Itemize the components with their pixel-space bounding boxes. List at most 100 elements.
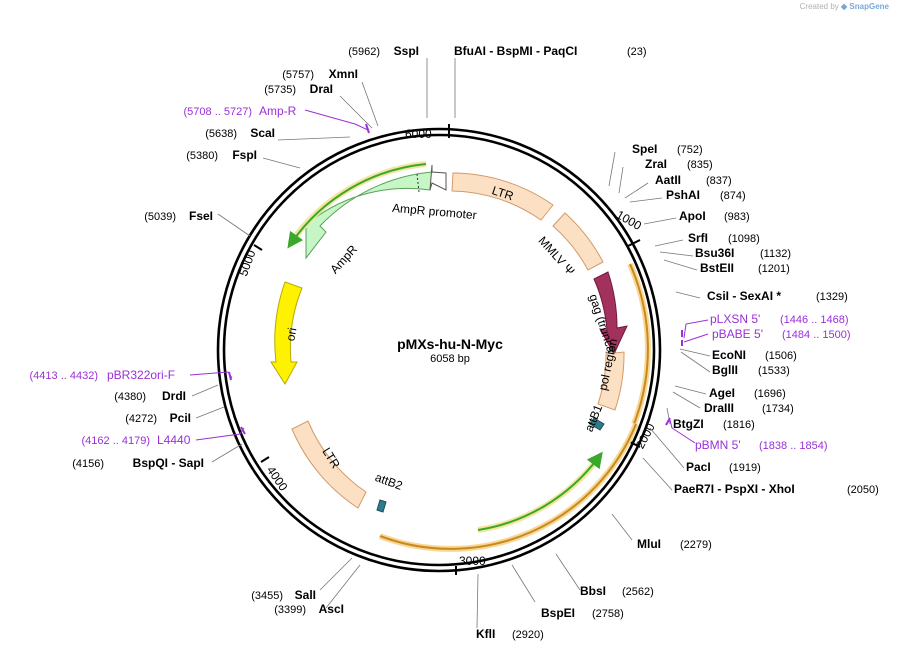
site-apoi: ApoI(983) xyxy=(679,209,750,223)
site-aatii: AatII(837) xyxy=(655,173,732,187)
site-bspei: BspEI(2758) xyxy=(541,606,624,620)
feature-pol-region xyxy=(597,351,625,411)
feature-ltr-2 xyxy=(291,420,367,509)
primer-name: L4440 xyxy=(157,433,191,447)
leader-agei xyxy=(674,385,707,395)
leader-bglii xyxy=(680,351,711,373)
leader-asci xyxy=(325,564,361,609)
site-bglii: BglII (1533) xyxy=(712,363,790,377)
primer-name: pBR322ori-F xyxy=(107,368,175,382)
credit-brand: SnapGene xyxy=(849,2,889,11)
credit-prefix: Created by xyxy=(799,2,839,11)
primer-name: pBMN 5' xyxy=(695,438,741,452)
site-pos: (5757) xyxy=(282,69,314,81)
leader-scai xyxy=(277,136,351,141)
leader-bspei xyxy=(511,564,536,603)
tick-5000 xyxy=(253,244,263,251)
site-sali: (3455)SalI xyxy=(251,588,316,602)
site-name: ScaI xyxy=(250,126,275,140)
feature-ltr-1-label: LTR xyxy=(490,183,515,203)
site-pos: (1919) xyxy=(729,462,761,474)
primer-leader-ampr xyxy=(304,109,369,131)
leader-fspi xyxy=(262,157,301,169)
primer-range: (1446 .. 1468) xyxy=(780,314,849,326)
plasmid-name: pMXs-hu-N-Myc xyxy=(397,336,503,352)
leader-drdi xyxy=(191,384,219,397)
site-name: BglII xyxy=(712,363,738,377)
feature-ampr xyxy=(305,171,433,260)
site-name: BstEII xyxy=(700,261,734,275)
primer-pbabe: pBABE 5'(1484 .. 1500) xyxy=(712,327,851,341)
primer-leader-pbabe xyxy=(683,333,709,343)
site-name: PaeR7I - PspXI - XhoI xyxy=(674,482,795,496)
leader-sali xyxy=(319,557,353,591)
site-name: BtgZI xyxy=(673,417,704,431)
site-zrai: ZraI(835) xyxy=(645,157,713,171)
leader-spei xyxy=(608,151,616,187)
site-bbsi: BbsI(2562) xyxy=(580,584,654,598)
leader-paer7i xyxy=(642,457,673,491)
leader-csii xyxy=(675,291,701,299)
site-econi: EcoNI(1506) xyxy=(712,348,797,362)
primer-name: Amp-R xyxy=(259,104,297,118)
site-name: PacI xyxy=(686,460,711,474)
site-pos: (2920) xyxy=(512,629,544,641)
site-pos: (5638) xyxy=(205,128,237,140)
site-pos: (1329) xyxy=(816,291,848,303)
feature-attb2-label: attB2 xyxy=(373,470,404,493)
site-drai: (5735)DraI xyxy=(264,82,333,96)
backbone-outer xyxy=(216,127,662,573)
leader-xmni xyxy=(361,81,379,127)
site-name: XmnI xyxy=(329,67,358,81)
snapgene-credit: Created by ◆ SnapGene xyxy=(800,2,889,11)
site-name: SpeI xyxy=(632,142,657,156)
leader-aatii xyxy=(624,182,649,199)
site-pos: (1098) xyxy=(728,233,760,245)
site-pos: (5039) xyxy=(144,211,176,223)
leader-paci xyxy=(649,427,685,469)
tick-label-6000: 6000 xyxy=(405,127,432,141)
feature-gag xyxy=(593,271,628,356)
site-pos: (3399) xyxy=(274,604,306,616)
leader-pshai xyxy=(629,197,663,203)
leader-bspqi xyxy=(211,443,243,463)
site-agei: AgeI(1696) xyxy=(709,386,786,400)
site-name: AgeI xyxy=(709,386,735,400)
site-pos: (1533) xyxy=(758,365,790,377)
site-pcii: (4272)PciI xyxy=(125,411,191,425)
primer-name: pLXSN 5' xyxy=(710,312,760,326)
site-pos: (1816) xyxy=(723,419,755,431)
leader-bbsi xyxy=(555,553,581,591)
orf-green-top-line xyxy=(287,163,427,249)
tick-label-3000: 3000 xyxy=(459,554,486,568)
site-pos: (4156) xyxy=(72,458,104,470)
site-pos: (1201) xyxy=(758,263,790,275)
leader-mlui xyxy=(611,513,633,541)
site-name: BfuAI - BspMI - PaqCI xyxy=(454,44,577,58)
site-pos: (5380) xyxy=(186,150,218,162)
site-name: DraI xyxy=(310,82,333,96)
leader-draiii xyxy=(672,391,701,409)
leader-srfi xyxy=(654,239,684,247)
tick-4000 xyxy=(260,456,270,463)
site-draiii: DraIII(1734) xyxy=(704,401,794,415)
site-name: SalI xyxy=(295,588,316,602)
site-asci: (3399)AscI xyxy=(274,602,344,616)
site-pos: (23) xyxy=(627,46,647,58)
site-pos: (2050) xyxy=(847,484,879,496)
primer-mark-l4440 xyxy=(240,426,246,435)
site-name: BspEI xyxy=(541,606,575,620)
leader-pcii xyxy=(195,406,225,419)
site-srfi: SrfI(1098) xyxy=(688,231,760,245)
feature-ori-label: ori xyxy=(283,327,299,343)
site-bspqi: (4156)BspQI - SapI xyxy=(72,456,204,470)
snapgene-logo-icon: ◆ xyxy=(841,2,848,11)
ampr-promoter-dash xyxy=(416,173,420,193)
feature-ampr-promoter-label: AmpR promoter xyxy=(392,201,478,222)
site-kfli: KflI(2920) xyxy=(476,627,544,641)
feature-ori xyxy=(270,281,303,385)
site-paer7i: PaeR7I - PspXI - XhoI (2050) xyxy=(674,482,879,496)
site-pos: (1734) xyxy=(762,403,794,415)
backbone-inner xyxy=(222,133,656,567)
